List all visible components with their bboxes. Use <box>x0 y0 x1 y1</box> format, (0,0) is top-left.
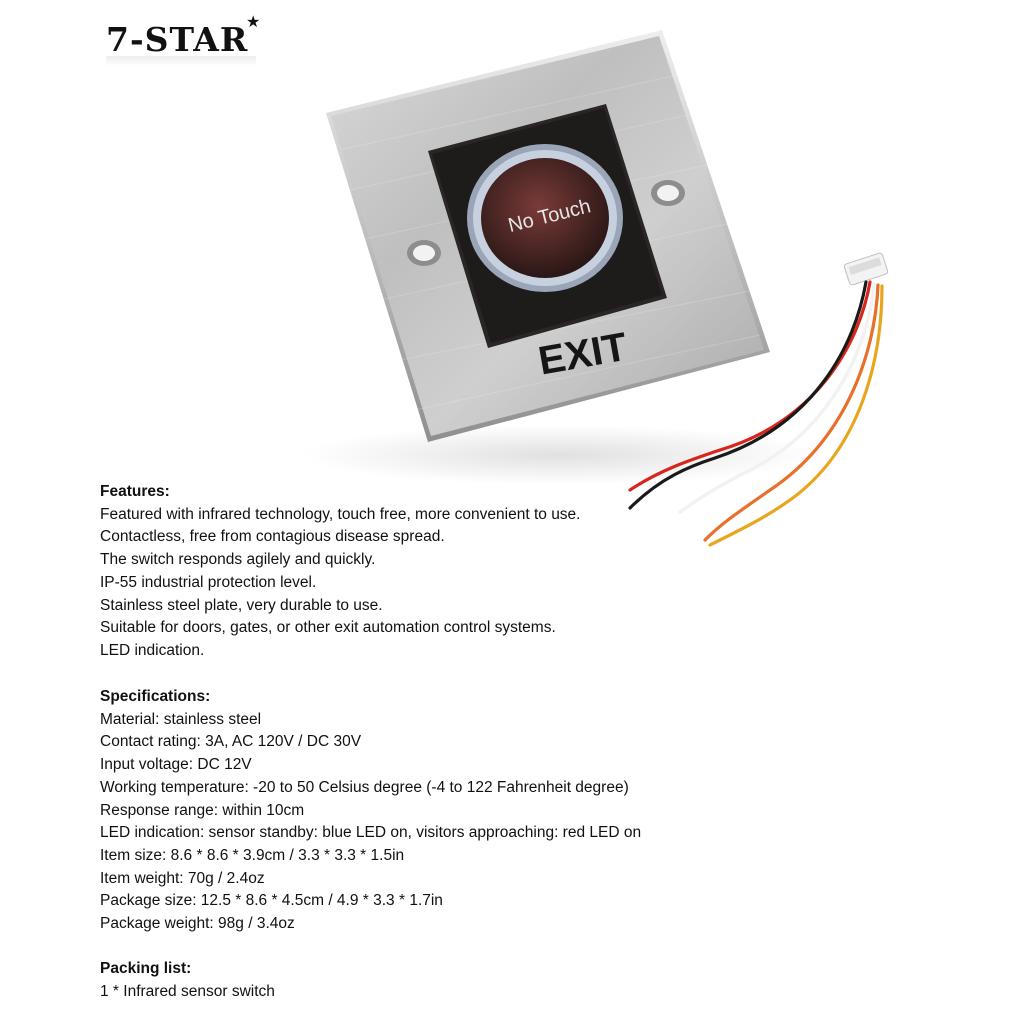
wire <box>708 284 884 547</box>
list-item: Stainless steel plate, very durable to u… <box>100 596 383 614</box>
screw-hole-left-icon <box>407 240 441 266</box>
list-item: 1 * Infrared sensor switch <box>100 982 275 1000</box>
wire-bundle <box>628 280 884 547</box>
list-item: Item weight: 70g / 2.4oz <box>100 869 265 887</box>
packing-list-section: Packing list: 1 * Infrared sensor switch <box>100 958 800 1003</box>
logo-star-icon: ★ <box>246 14 261 31</box>
list-item: Package weight: 98g / 3.4oz <box>100 915 295 933</box>
sensor-button <box>481 158 609 278</box>
list-item: Suitable for doors, gates, or other exit… <box>100 619 556 637</box>
packing-list-heading: Packing list: <box>100 960 192 977</box>
screw-hole-right-icon <box>651 180 685 206</box>
list-item: LED indication. <box>100 641 205 659</box>
packing-list: 1 * Infrared sensor switch <box>100 981 800 1004</box>
list-item: Featured with infrared technology, touch… <box>100 505 581 523</box>
specifications-section: Specifications: Material: stainless stee… <box>100 686 800 936</box>
product-image: No Touch EXIT <box>300 30 889 547</box>
wire-connector-icon <box>843 252 889 286</box>
wire <box>703 283 880 542</box>
list-item: The switch responds agilely and quickly. <box>100 551 376 569</box>
list-item: Input voltage: DC 12V <box>100 756 252 774</box>
brand-logo: 7-STAR <box>106 20 249 59</box>
features-section: Features: Featured with infrared technol… <box>100 481 800 663</box>
list-item: Package size: 12.5 * 8.6 * 4.5cm / 4.9 *… <box>100 892 443 910</box>
specifications-heading: Specifications: <box>100 688 211 705</box>
list-item: Response range: within 10cm <box>100 801 305 819</box>
list-item: Contactless, free from contagious diseas… <box>100 528 445 546</box>
list-item: Contact rating: 3A, AC 120V / DC 30V <box>100 733 362 751</box>
list-item: Material: stainless steel <box>100 710 262 728</box>
list-item: IP-55 industrial protection level. <box>100 573 317 591</box>
features-list: Featured with infrared technology, touch… <box>100 504 800 663</box>
list-item: Working temperature: -20 to 50 Celsius d… <box>100 778 629 796</box>
logo-reflection <box>106 56 256 66</box>
wire <box>628 280 872 492</box>
features-heading: Features: <box>100 483 170 500</box>
wire <box>678 282 876 514</box>
list-item: LED indication: sensor standby: blue LED… <box>100 824 642 842</box>
wire <box>628 280 868 510</box>
list-item: Item size: 8.6 * 8.6 * 3.9cm / 3.3 * 3.3… <box>100 846 405 864</box>
